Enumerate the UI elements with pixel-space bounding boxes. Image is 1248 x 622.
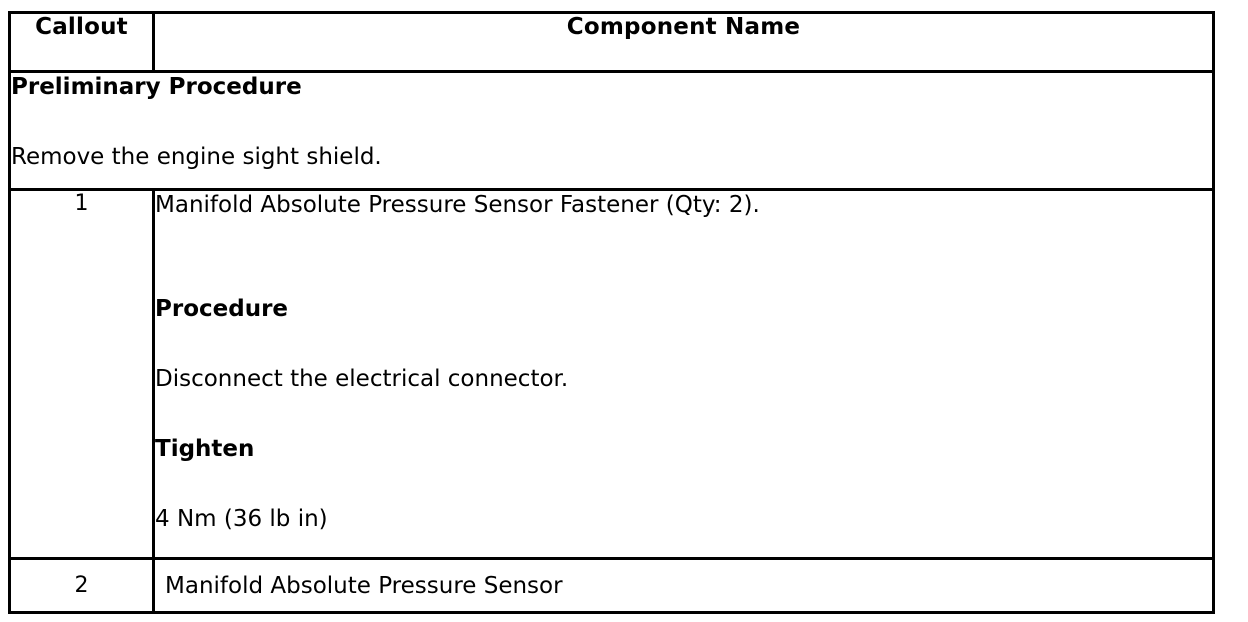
component-details-cell-2: Manifold Absolute Pressure Sensor — [152, 557, 1215, 614]
component-details-cell-1: Manifold Absolute Pressure Sensor Fasten… — [152, 188, 1215, 560]
component-callout-table: Callout Component Name Preliminary Proce… — [8, 11, 1215, 614]
table-row: 1 Manifold Absolute Pressure Sensor Fast… — [8, 188, 1215, 560]
callout-number-1: 1 — [8, 188, 155, 560]
torque-spec-1: 4 Nm (36 lb in) — [155, 506, 328, 532]
preliminary-procedure-text: Remove the engine sight shield. — [11, 144, 382, 170]
table-row: 2 Manifold Absolute Pressure Sensor — [8, 557, 1215, 614]
procedure-heading-1: Procedure — [155, 296, 289, 322]
column-header-callout: Callout — [8, 11, 155, 73]
preliminary-procedure-title: Preliminary Procedure — [11, 74, 302, 100]
callout-number-2: 2 — [8, 557, 155, 614]
preliminary-procedure-row: Preliminary Procedure Remove the engine … — [8, 70, 1215, 191]
procedure-text-1: Disconnect the electrical connector. — [155, 366, 569, 392]
column-header-component-name: Component Name — [152, 11, 1215, 73]
tighten-heading-1: Tighten — [155, 436, 255, 462]
component-name-1: Manifold Absolute Pressure Sensor Fasten… — [155, 192, 760, 218]
table-header-row: Callout Component Name — [8, 11, 1215, 73]
component-name-2: Manifold Absolute Pressure Sensor — [165, 572, 563, 599]
preliminary-procedure-cell: Preliminary Procedure Remove the engine … — [8, 70, 1215, 191]
